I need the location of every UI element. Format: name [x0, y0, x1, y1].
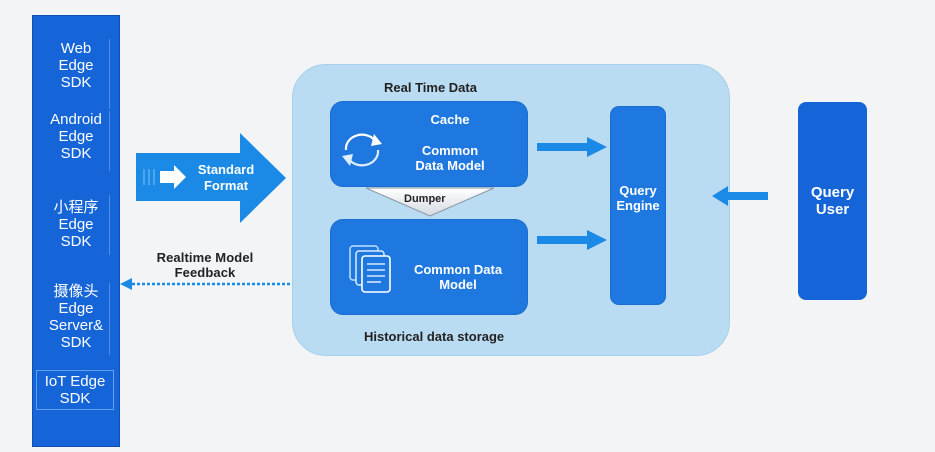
standard-format-arrow [136, 133, 286, 223]
sdk-miniprogram-edge: 小程序 Edge SDK [53, 199, 99, 250]
history-to-engine-arrow [537, 230, 607, 250]
realtime-feedback-label: Realtime Model Feedback [156, 250, 254, 280]
query-user-box [798, 102, 867, 300]
query-engine-label: Query Engine [616, 183, 660, 213]
documents-stack-icon [349, 245, 391, 293]
historical-cdm-label: Common Data Model [413, 262, 503, 292]
sdk-divider [109, 195, 110, 255]
query-user-label: Query User [810, 184, 855, 218]
cache-cdm-label: Common Data Model [415, 143, 485, 173]
cache-box [331, 102, 527, 186]
query-engine-box [611, 107, 665, 304]
sdk-divider [109, 111, 110, 171]
standard-format-label: Standard Format [197, 162, 255, 193]
user-to-engine-arrow [712, 186, 768, 206]
sdk-divider [109, 39, 110, 109]
sdk-divider [109, 283, 110, 355]
dumper-label: Dumper [404, 193, 446, 205]
refresh-cycle-icon [342, 133, 382, 167]
real-time-data-title: Real Time Data [384, 80, 477, 95]
sdk-android-edge: Android Edge SDK [50, 111, 102, 162]
arrow-right-icon [160, 165, 186, 189]
cache-to-engine-arrow [537, 137, 607, 157]
feedback-dotted-arrow [120, 278, 292, 290]
sdk-iot-edge: IoT Edge SDK [36, 370, 114, 410]
sdk-panel: Web Edge SDK Android Edge SDK 小程序 Edge S… [32, 15, 120, 447]
historical-storage-title: Historical data storage [364, 329, 505, 344]
cache-title: Cache [430, 112, 470, 127]
sdk-camera-edge: 摄像头 Edge Server& SDK [48, 283, 104, 351]
sdk-web-edge: Web Edge SDK [58, 40, 94, 91]
dumper-down-arrow [365, 187, 495, 217]
